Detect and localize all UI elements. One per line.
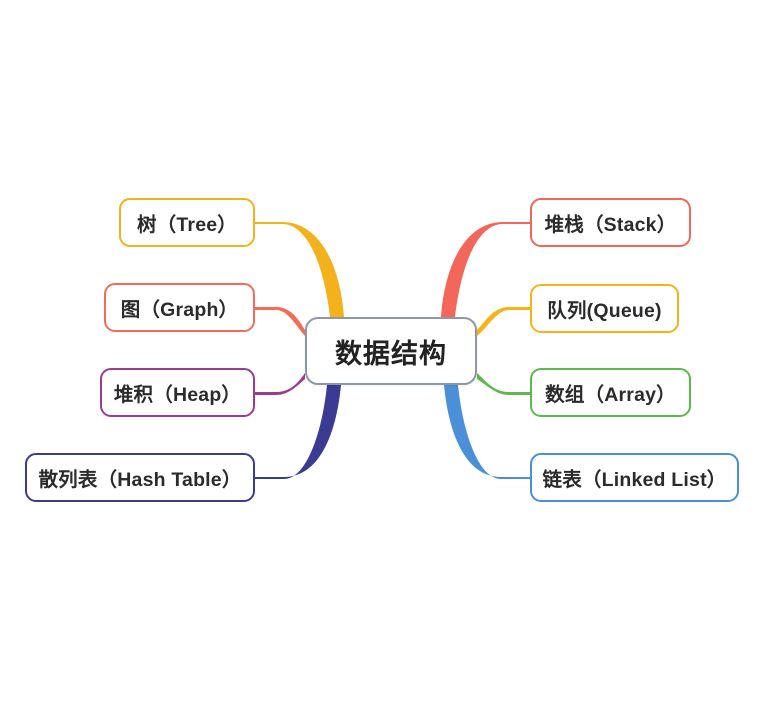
connector-tree [255,222,344,317]
branch-node-graph[interactable]: 图（Graph） [104,283,255,332]
branch-node-stack-label: 堆栈（Stack） [544,214,677,236]
branch-node-array[interactable]: 数组（Array） [530,368,691,417]
branch-node-graph-label: 图（Graph） [120,299,239,321]
connector-hashtable [255,385,341,479]
branch-node-heap[interactable]: 堆积（Heap） [100,368,255,417]
branch-node-tree[interactable]: 树（Tree） [119,198,255,247]
connector-heap [255,373,305,395]
connector-linkedlist [444,385,530,479]
central-node-label: 数据结构 [335,338,447,369]
central-node-data-structure[interactable]: 数据结构 [305,317,477,385]
branch-node-tree-label: 树（Tree） [136,214,237,236]
branch-node-heap-label: 堆积（Heap） [113,384,242,406]
branch-node-hash-table-label: 散列表（Hash Table） [38,469,242,491]
connector-queue [477,307,530,336]
branch-node-queue[interactable]: 队列(Queue) [530,284,679,333]
branch-node-linked-list-label: 链表（Linked List） [542,469,727,491]
branch-node-linked-list[interactable]: 链表（Linked List） [530,453,739,502]
branch-node-array-label: 数组（Array） [545,384,676,406]
connector-array [477,373,530,395]
connector-graph [255,307,305,336]
branch-node-stack[interactable]: 堆栈（Stack） [530,198,691,247]
branch-node-hash-table[interactable]: 散列表（Hash Table） [25,453,255,502]
branch-node-queue-label: 队列(Queue) [547,300,662,322]
connector-stack [441,222,530,317]
